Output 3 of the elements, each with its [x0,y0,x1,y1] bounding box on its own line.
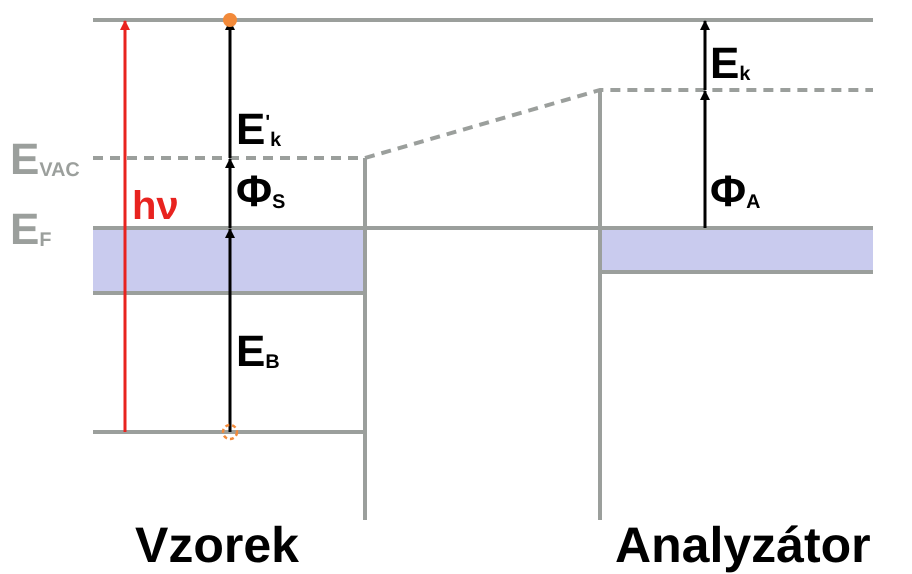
analyzer-label: Analyzátor [615,520,871,570]
energy-label: hν [132,186,179,226]
sample-label: Vzorek [135,520,299,570]
